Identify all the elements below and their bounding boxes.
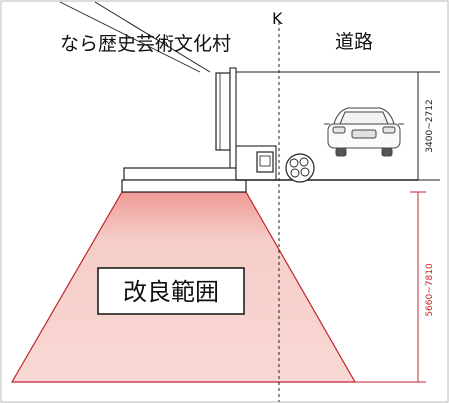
diagonal-leader-line-secondary [59,1,201,73]
retaining-wall-top [215,72,231,151]
dimension-lower-value: 5660~7810 [425,263,435,317]
dimension-upper-value: 3400~2712 [425,99,435,152]
wall-footing-base [121,179,247,193]
road-label: 道路 [335,31,373,53]
improvement-label-box [97,267,245,315]
conduit-bundle-icon [285,153,315,183]
section-mark-k: K [272,9,283,28]
retaining-wall-stem [229,67,237,181]
diagonal-leader-line [94,1,211,73]
improvement-label: 改良範囲 [123,278,219,306]
facility-name-label: なら歴史芸術文化村 [60,33,231,55]
wall-footing-cap [123,167,237,181]
car-front-icon [324,107,404,157]
side-gutter-icon [256,151,274,173]
